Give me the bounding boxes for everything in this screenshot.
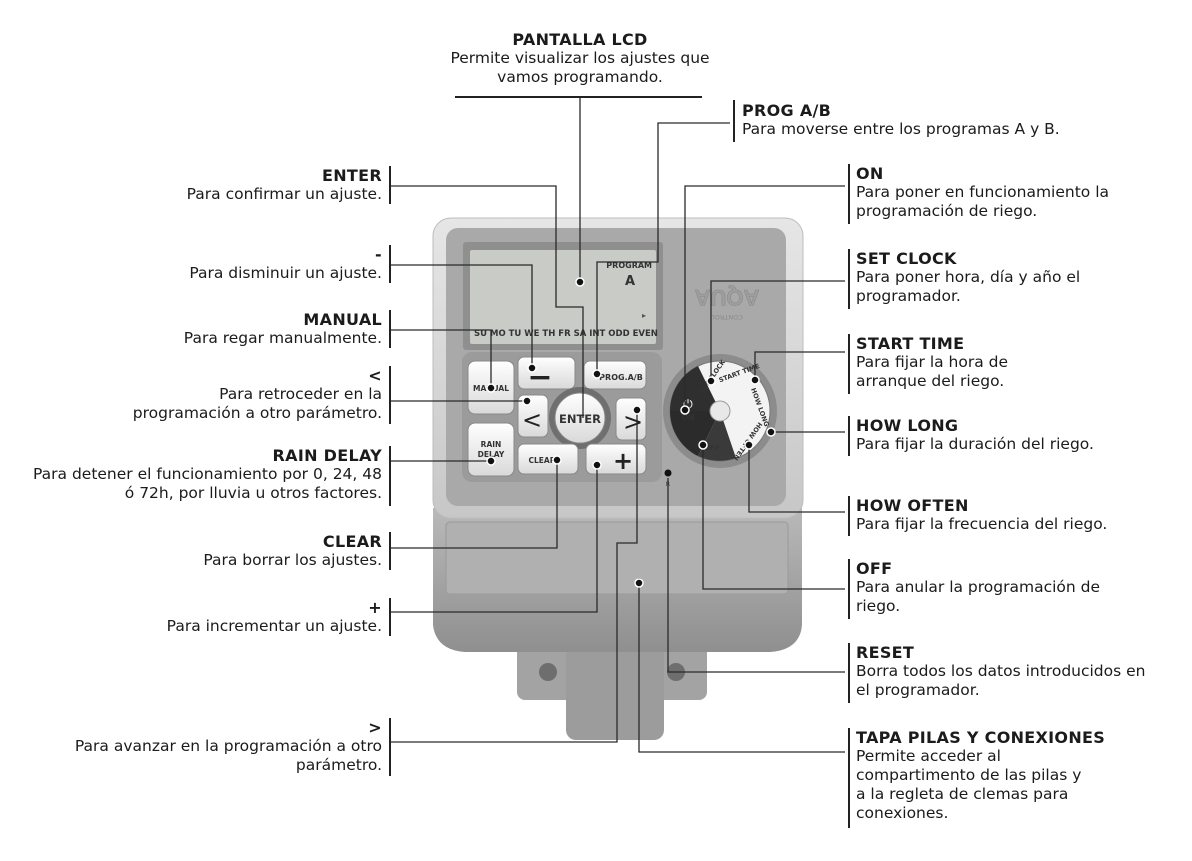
lcd-program-label: PROGRAM xyxy=(606,261,652,270)
label-bar-plus xyxy=(389,598,391,636)
label-off: OFF Para anular la programación de riego… xyxy=(856,559,1101,615)
label-right-arrow: > Para avanzar en la programación a otro… xyxy=(74,718,382,774)
right-arrow-button[interactable]: > xyxy=(615,397,647,441)
label-bar-setclock xyxy=(848,249,850,309)
label-manual: MANUAL Para regar manualmente. xyxy=(183,310,382,347)
label-how-long: HOW LONG Para fijar la duración del rieg… xyxy=(856,416,1094,453)
label-on: ON Para poner en funcionamiento la progr… xyxy=(856,164,1110,220)
label-bar-prog xyxy=(733,100,735,142)
label-reset: RESET Borra todos los datos introducidos… xyxy=(856,643,1146,699)
lcd-program-letter: A xyxy=(625,274,635,289)
label-clear: CLEAR Para borrar los ajustes. xyxy=(203,532,382,569)
label-bar-howoften xyxy=(848,496,850,536)
label-bar-off xyxy=(848,559,850,619)
label-bar-on xyxy=(848,164,850,224)
label-plus: + Para incrementar un ajuste. xyxy=(166,598,382,635)
label-set-clock: SET CLOCK Para poner hora, día y año el … xyxy=(856,249,1081,305)
label-bar-rain xyxy=(389,446,391,506)
svg-text:CLEAR: CLEAR xyxy=(529,456,556,465)
label-bar-manual xyxy=(389,310,391,348)
label-how-often: HOW OFTEN Para fijar la frecuencia del r… xyxy=(856,496,1108,533)
brand-name: AQUA xyxy=(695,285,760,310)
svg-text:<: < xyxy=(522,406,542,434)
dial-off-label: OFF xyxy=(704,444,720,452)
label-bar-right xyxy=(389,718,391,776)
label-left-arrow: < Para retroceder en la programación a o… xyxy=(132,366,382,422)
prog-ab-button[interactable]: PROG.A/B xyxy=(583,360,647,390)
svg-text:RAIN: RAIN xyxy=(481,440,502,449)
label-bar-starttime xyxy=(848,334,850,394)
minus-button[interactable]: − xyxy=(517,356,576,395)
brand-subname: CONTROL xyxy=(711,313,743,321)
lcd-screen: PROGRAM A ▸ SU MO TU WE TH FR SA INT ODD… xyxy=(463,242,663,350)
svg-text:+: + xyxy=(613,447,633,475)
mode-dial[interactable]: ON ⏻ OFF SET CLOCK START TIME HOW LONG H… xyxy=(663,354,777,468)
svg-text:>: > xyxy=(623,408,643,436)
clear-button[interactable]: CLEAR xyxy=(517,443,579,475)
label-bar-reset xyxy=(848,643,850,703)
leader-lines xyxy=(391,98,845,753)
brand-logo: AQUA CONTROL xyxy=(694,285,760,321)
label-bar-enter xyxy=(389,166,391,204)
label-bar-tapa xyxy=(848,728,850,828)
power-icon: ⏻ xyxy=(683,397,693,411)
label-bar-minus xyxy=(389,245,391,283)
svg-text:ENTER: ENTER xyxy=(559,412,601,426)
pantalla-underline xyxy=(455,96,702,98)
rain-delay-button[interactable]: RAIN DELAY xyxy=(467,422,515,477)
enter-button[interactable]: ENTER xyxy=(549,387,611,449)
label-bar-clear xyxy=(389,532,391,570)
label-prog-ab: PROG A/B Para moverse entre los programa… xyxy=(742,101,1060,138)
label-tapa-pilas: TAPA PILAS Y CONEXIONES Permite acceder … xyxy=(856,728,1106,822)
leader-dots xyxy=(486,277,776,588)
label-rain-delay: RAIN DELAY Para detener el funcionamient… xyxy=(33,446,382,502)
dial-on-label: ON xyxy=(681,413,695,422)
label-minus: - Para disminuir un ajuste. xyxy=(189,245,382,282)
label-start-time: START TIME Para fijar la hora de arranqu… xyxy=(856,334,1009,390)
label-bar-howlong xyxy=(848,416,850,456)
svg-text:PROG.A/B: PROG.A/B xyxy=(599,373,643,382)
svg-text:▸: ▸ xyxy=(642,311,646,320)
lcd-days: SU MO TU WE TH FR SA INT ODD EVEN xyxy=(474,329,658,339)
label-bar-left xyxy=(389,366,391,424)
label-enter: ENTER Para confirmar un ajuste. xyxy=(186,166,382,203)
svg-text:DELAY: DELAY xyxy=(478,450,505,459)
label-pantalla-lcd: PANTALLA LCD Permite visualizar los ajus… xyxy=(450,30,710,86)
